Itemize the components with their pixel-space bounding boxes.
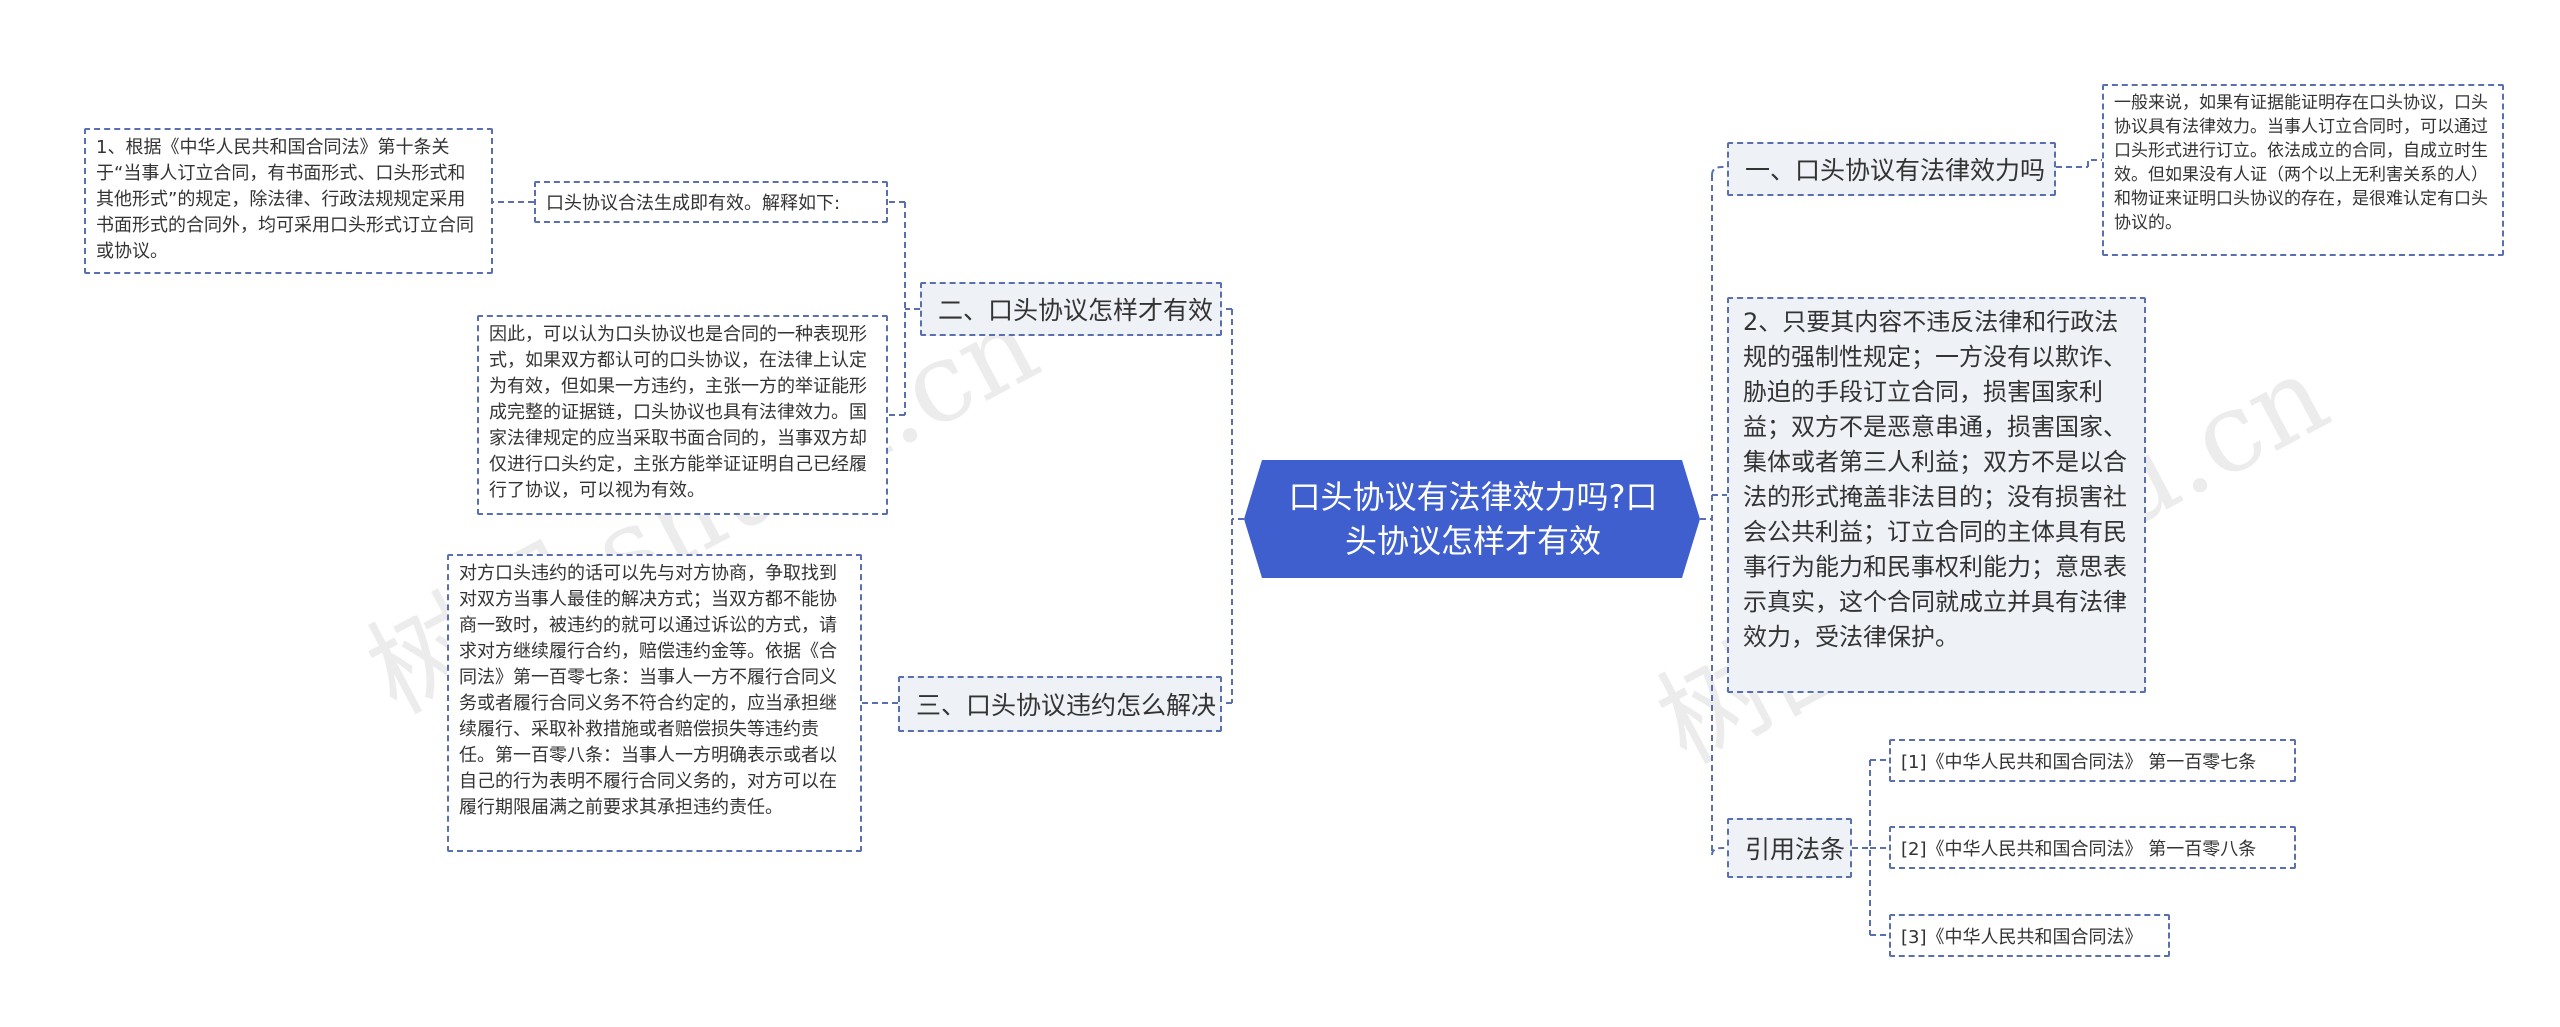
link-b4 xyxy=(1711,847,1727,856)
branch-validity[interactable]: 一、口头协议有法律效力吗 xyxy=(1727,142,2056,196)
link-b1 xyxy=(1711,166,1727,176)
contract-law-article-10[interactable]: 1、根据《中华人民共和国合同法》第十条关于“当事人订立合同，有书面形式、口头形式… xyxy=(84,128,493,274)
branch-validity-detail[interactable]: 一般来说，如果有证据能证明存在口头协议，口头协议具有法律效力。当事人订立合同时，… xyxy=(2102,84,2504,256)
law-item-1[interactable]: [1]《中华人民共和国合同法》 第一百零七条 xyxy=(1889,739,2296,782)
branch-cited-laws[interactable]: 引用法条 xyxy=(1727,818,1852,878)
root-node-title[interactable]: 口头协议有法律效力吗?口头协议怎样才有效 xyxy=(1288,478,1658,560)
link-b1-detail-2 xyxy=(2087,159,2102,167)
branch-how-effective-detail[interactable]: 因此，可以认为口头协议也是合同的一种表现形式，如果双方都认可的口头协议，在法律上… xyxy=(477,315,888,515)
branch-how-effective[interactable]: 二、口头协议怎样才有效 xyxy=(920,282,1222,336)
law-item-2[interactable]: [2]《中华人民共和国合同法》 第一百零八条 xyxy=(1889,826,2296,869)
root-node-shape xyxy=(1244,460,1700,578)
branch-breach-solution-detail[interactable]: 对方口头违约的话可以先与对方协商，争取找到对双方当事人最佳的解决方式；当双方都不… xyxy=(447,554,862,852)
law-item-3[interactable]: [3]《中华人民共和国合同法》 xyxy=(1889,914,2170,957)
branch-breach-solution[interactable]: 三、口头协议违约怎么解决 xyxy=(898,676,1222,732)
branch-how-effective-sub[interactable]: 口头协议合法生成即有效。解释如下: xyxy=(534,181,888,223)
validity-conditions-node[interactable]: 2、只要其内容不违反法律和行政法规的强制性规定；一方没有以欺诈、胁迫的手段订立合… xyxy=(1727,297,2146,693)
